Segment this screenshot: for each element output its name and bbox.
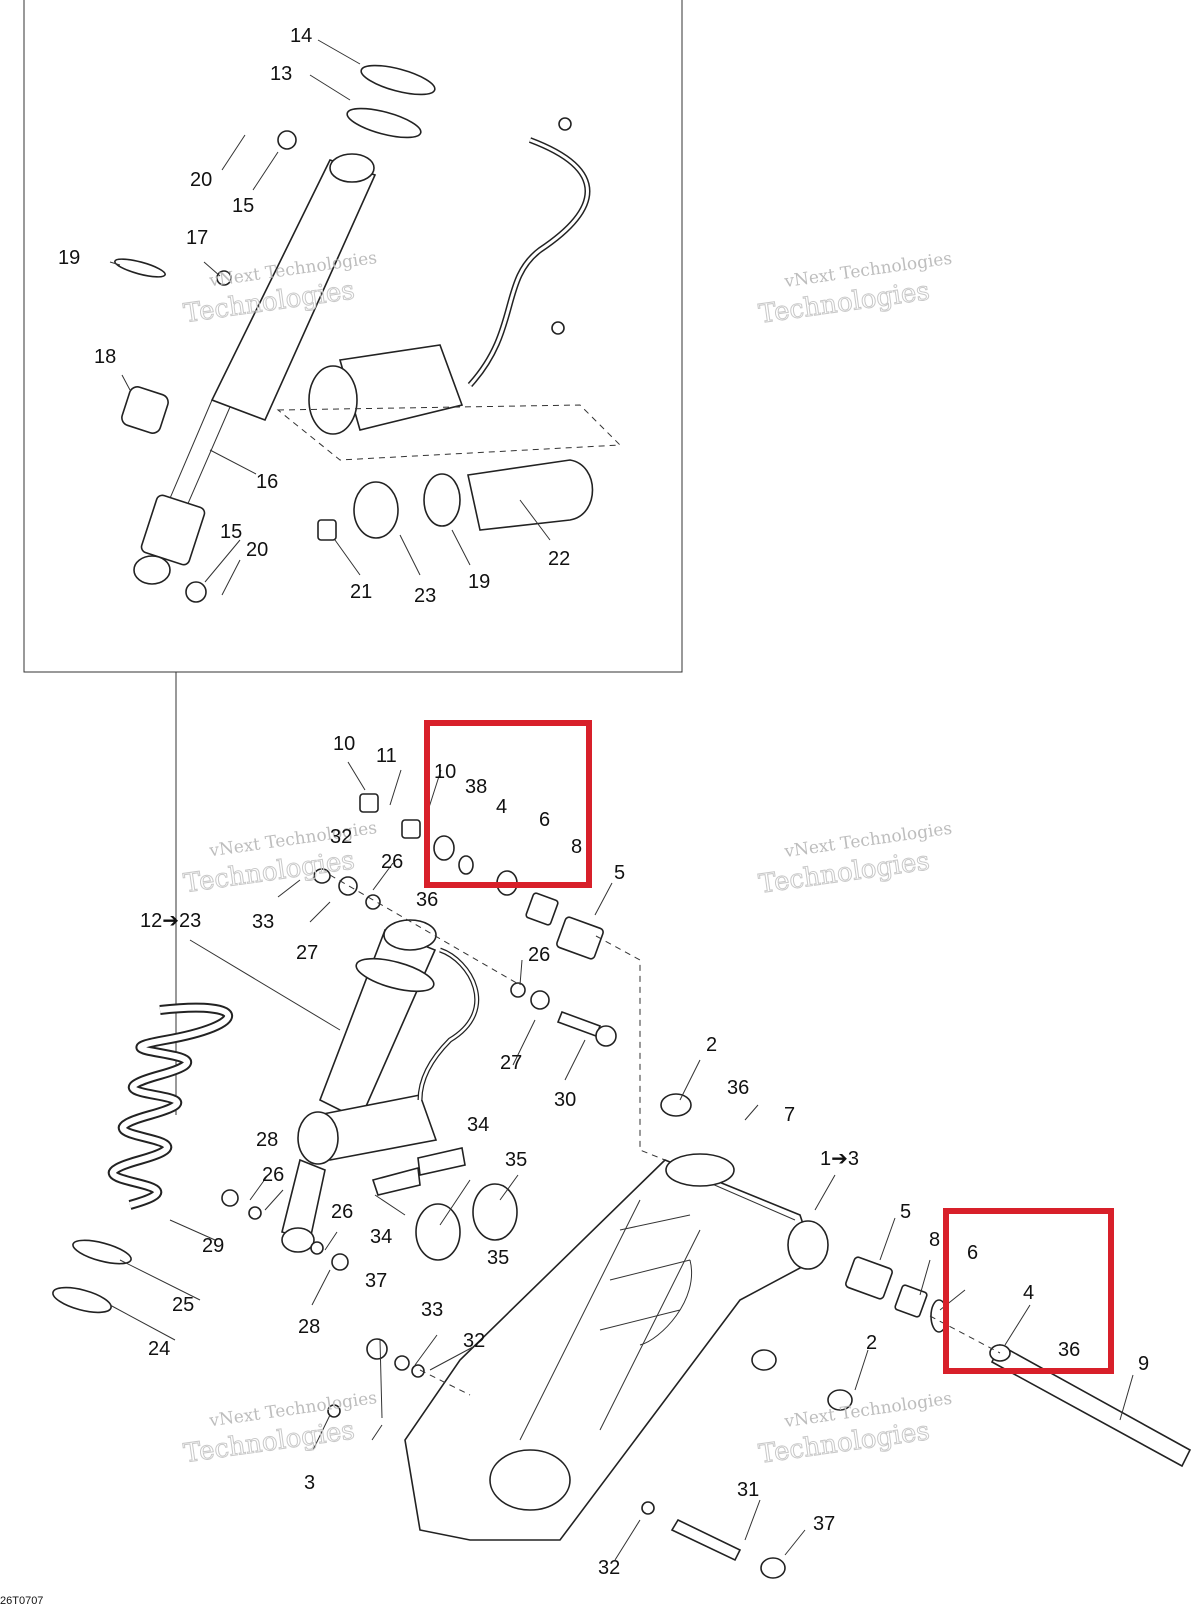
watermark-6: vNext Technologies Technologies	[756, 1389, 953, 1471]
part-label: 9	[1138, 1353, 1149, 1375]
part-label: 16	[256, 471, 278, 493]
svg-text:Technologies: Technologies	[182, 1416, 357, 1470]
part-label: 7	[784, 1104, 795, 1126]
part-label: 27	[296, 942, 318, 964]
part-label: 17	[186, 227, 208, 249]
part-label: 2	[706, 1034, 717, 1056]
part-label: 21	[350, 581, 372, 603]
part-label: 37	[365, 1270, 387, 1292]
main-swingarm-assembly	[52, 761, 1192, 1579]
part-label: 32	[330, 826, 352, 848]
part-label: 15	[232, 195, 254, 217]
part-label: 11	[376, 745, 397, 767]
part-label: 2	[866, 1332, 877, 1354]
watermark-2: vNext Technologies Technologies	[756, 249, 953, 331]
part-label: 26	[331, 1201, 353, 1223]
part-label: 31	[737, 1479, 759, 1501]
svg-text:Technologies: Technologies	[757, 1416, 932, 1470]
part-label: 20	[246, 539, 268, 561]
part-label: 14	[290, 25, 312, 47]
diagram-code: 26T0707	[0, 1595, 43, 1607]
part-label: 5	[900, 1201, 911, 1223]
part-label: 19	[58, 247, 80, 269]
part-label: 22	[548, 548, 570, 570]
part-label: 36	[416, 889, 438, 911]
part-label: 28	[256, 1129, 278, 1151]
svg-text:Technologies: Technologies	[182, 846, 357, 900]
part-label: 19	[468, 571, 490, 593]
part-label: 36	[1058, 1339, 1080, 1361]
part-label: 6	[539, 809, 550, 831]
part-label: 32	[598, 1557, 620, 1579]
part-label: 29	[202, 1235, 224, 1257]
part-label: 25	[172, 1294, 194, 1316]
part-label: 13	[270, 63, 292, 85]
highlight-box-upper	[424, 720, 592, 888]
part-label: 1➔3	[820, 1148, 859, 1170]
part-label: 15	[220, 521, 242, 543]
inset-shock-assembly	[109, 39, 622, 603]
part-label: 33	[252, 911, 274, 933]
part-label: 8	[929, 1229, 940, 1251]
part-label: 30	[554, 1089, 576, 1111]
part-label: 12➔23	[140, 910, 201, 932]
part-label: 5	[614, 862, 625, 884]
svg-text:Technologies: Technologies	[757, 276, 932, 330]
part-label: 4	[496, 796, 507, 818]
watermark-4: vNext Technologies Technologies	[756, 819, 953, 901]
part-label: 23	[414, 585, 436, 607]
part-label: 24	[148, 1338, 170, 1360]
part-label: 26	[528, 944, 550, 966]
part-label: 33	[421, 1299, 443, 1321]
part-label: 27	[500, 1052, 522, 1074]
part-label: 26	[381, 851, 403, 873]
part-label: 37	[813, 1513, 835, 1535]
part-label: 3	[304, 1472, 315, 1494]
part-label: 4	[1023, 1282, 1034, 1304]
part-label: 32	[463, 1330, 485, 1352]
part-label: 20	[190, 169, 212, 191]
part-label: 10	[333, 733, 355, 755]
part-label: 18	[94, 346, 116, 368]
part-label: 34	[370, 1226, 392, 1248]
watermark-5: vNext Technologies Technologies	[181, 1388, 378, 1470]
part-label: 36	[727, 1077, 749, 1099]
part-label: 10	[434, 761, 456, 783]
coil-spring	[107, 1002, 233, 1210]
part-label: 8	[571, 836, 582, 858]
part-label: 26	[262, 1164, 284, 1186]
part-label: 35	[487, 1247, 509, 1269]
part-label: 28	[298, 1316, 320, 1338]
part-label: 6	[967, 1242, 978, 1264]
part-label: 38	[465, 776, 487, 798]
highlight-box-lower	[943, 1208, 1114, 1374]
part-label: 34	[467, 1114, 489, 1136]
inset-frame	[23, 0, 683, 673]
svg-text:Technologies: Technologies	[757, 846, 932, 900]
part-label: 35	[505, 1149, 527, 1171]
